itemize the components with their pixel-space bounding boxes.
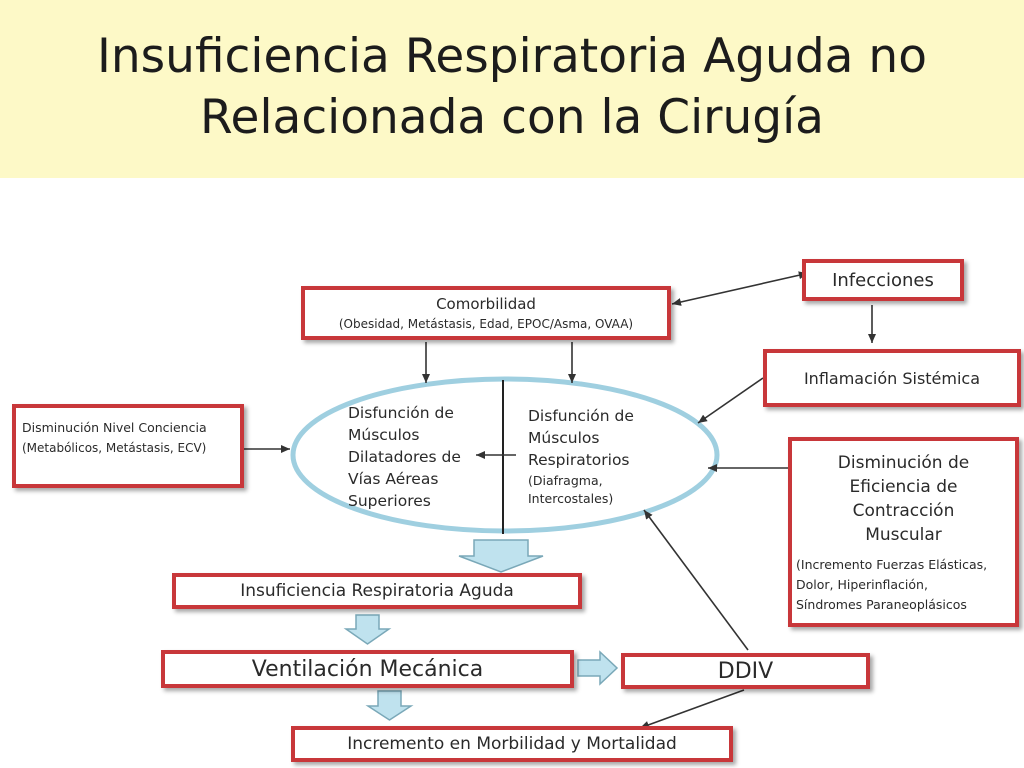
eficiencia-detail-line: Dolor, Hiperinflación, <box>796 577 928 592</box>
conciencia-detail: (Metabólicos, Metástasis, ECV) <box>22 441 207 455</box>
inflamacion-label: Inflamación Sistémica <box>803 368 981 388</box>
arrow-infecciones-comorbilidad <box>671 271 808 306</box>
eficiencia-title-line: Contracción <box>852 501 955 521</box>
eficiencia-detail: (Incremento Fuerzas Elásticas, Dolor, Hi… <box>792 555 1015 615</box>
comorbilidad-box: Comorbilidad (Obesidad, Metástasis, Edad… <box>301 286 671 340</box>
vias-aereas-line: Músculos <box>348 426 420 444</box>
title-line-2: Relacionada con la Cirugía <box>200 90 824 145</box>
block-arrow-ventilacion-incremento <box>365 690 414 721</box>
eficiencia-title-line: Muscular <box>865 525 942 545</box>
block-arrow-ventilacion-ddiv <box>577 650 619 686</box>
slide-title: Insuficiencia Respiratoria Aguda no Rela… <box>40 26 984 148</box>
eficiencia-title-line: Disminución de <box>837 453 970 473</box>
ddiv-box: DDIV <box>621 653 870 689</box>
arrow-ddiv-incremento <box>639 689 745 729</box>
vias-aereas-line: Superiores <box>348 492 431 510</box>
block-arrow-ellipse-ira <box>458 539 544 573</box>
arrow-inflamacion-ellipse <box>697 377 764 424</box>
eficiencia-title: Disminución de Eficiencia de Contracción… <box>792 451 1015 547</box>
infecciones-label: Infecciones <box>832 269 934 291</box>
vias-aereas-line: Dilatadores de <box>348 448 461 466</box>
arrow-ddiv-ellipse <box>643 509 749 651</box>
ddiv-label: DDIV <box>717 658 774 684</box>
comorbilidad-detail: (Obesidad, Metástasis, Edad, EPOC/Asma, … <box>338 317 634 331</box>
eficiencia-detail-line: (Incremento Fuerzas Elásticas, <box>796 557 988 572</box>
infecciones-box: Infecciones <box>802 259 964 301</box>
ventilacion-box: Ventilación Mecánica <box>161 650 574 688</box>
eficiencia-box: Disminución de Eficiencia de Contracción… <box>788 437 1019 627</box>
title-line-1: Insuficiencia Respiratoria Aguda no <box>97 29 927 84</box>
eficiencia-detail-line: Síndromes Paraneoplásicos <box>796 597 967 612</box>
eficiencia-title-line: Eficiencia de <box>849 477 958 497</box>
conciencia-title: Disminución Nivel Conciencia <box>22 420 207 435</box>
block-arrow-ira-ventilacion <box>343 614 392 645</box>
incremento-box: Incremento en Morbilidad y Mortalidad <box>291 726 733 762</box>
respiratorios-detail-line: (Diafragma, <box>528 473 603 488</box>
respiratorios-title-line: Respiratorios <box>528 451 630 469</box>
title-band <box>0 0 1024 178</box>
inflamacion-box: Inflamación Sistémica <box>763 349 1021 407</box>
ira-box: Insuficiencia Respiratoria Aguda <box>172 573 582 609</box>
incremento-label: Incremento en Morbilidad y Mortalidad <box>347 734 677 754</box>
vias-aereas-line: Disfunción de <box>348 404 454 422</box>
ira-label: Insuficiencia Respiratoria Aguda <box>240 581 514 601</box>
respiratorios-text: Disfunción de Músculos Respiratorios (Di… <box>528 405 634 508</box>
conciencia-box: Disminución Nivel Conciencia (Metabólico… <box>12 404 244 488</box>
respiratorios-title-line: Disfunción de <box>528 407 634 425</box>
vias-aereas-text: Disfunción de Músculos Dilatadores de Ví… <box>348 402 461 512</box>
comorbilidad-title: Comorbilidad <box>436 295 536 313</box>
respiratorios-detail-line: Intercostales) <box>528 491 614 506</box>
respiratorios-title-line: Músculos <box>528 429 600 447</box>
vias-aereas-line: Vías Aéreas <box>348 470 439 488</box>
ventilacion-label: Ventilación Mecánica <box>251 656 484 682</box>
